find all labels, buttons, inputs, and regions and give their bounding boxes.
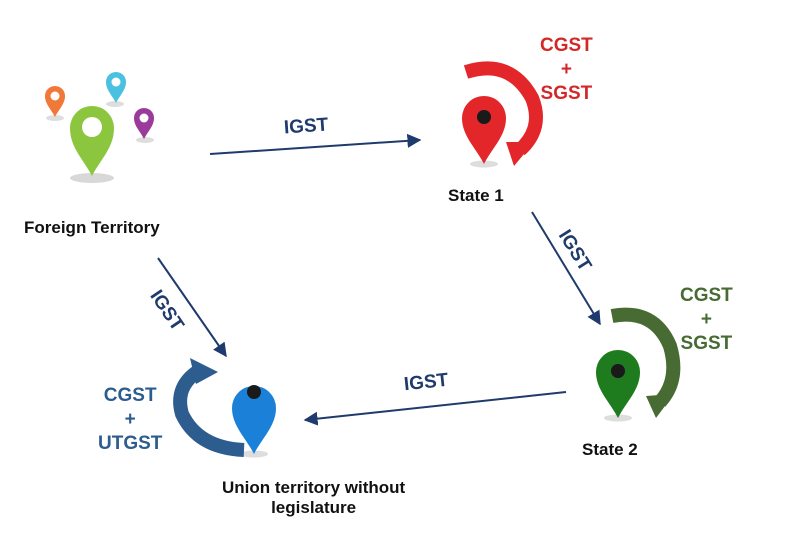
flow-arrow-foreign-to-union — [157, 257, 227, 358]
union-territory-label-line2: legislature — [271, 497, 357, 517]
union-territory-label: Union territory without legislature — [222, 478, 405, 517]
state1-label: State 1 — [448, 186, 504, 205]
state1-cycle-arrow-icon — [463, 61, 543, 166]
state2-tax-label: CGST + SGST — [680, 284, 733, 355]
state1-tax-label: CGST + SGST — [540, 34, 593, 105]
state2-label: State 2 — [582, 440, 638, 459]
flow-arrow-state2-to-union — [303, 391, 567, 426]
cyan-pin-icon — [106, 72, 126, 103]
state1-tax-line1: CGST — [540, 35, 593, 56]
flow-label-foreign-to-state1: IGST — [283, 114, 329, 139]
state2-tax-line2: + — [700, 308, 712, 330]
green-large-pin-icon — [70, 106, 114, 176]
union-tax-line1: CGST — [103, 385, 157, 406]
state1-tax-line2: + — [560, 58, 572, 80]
purple-pin-icon — [134, 108, 154, 139]
flow-label-state2-to-union: IGST — [402, 369, 450, 396]
union-cycle-arrow-icon — [173, 358, 245, 457]
orange-pin-icon — [45, 86, 65, 117]
union-tax-line3: UTGST — [98, 432, 163, 454]
state2-tax-line3: SGST — [680, 332, 733, 354]
union-territory-label-line1: Union territory without — [222, 478, 406, 497]
foreign-territory-pins-icon — [45, 72, 154, 183]
flow-arrow-foreign-to-state1 — [209, 133, 422, 155]
state1-pin-icon — [462, 96, 506, 168]
union-tax-label: CGST + UTGST — [98, 384, 162, 455]
foreign-territory-label: Foreign Territory — [24, 218, 160, 237]
flow-arrow-state1-to-state2 — [531, 211, 601, 326]
state2-tax-line1: CGST — [680, 285, 733, 306]
state1-tax-line3: SGST — [540, 82, 593, 104]
union-tax-line2: + — [124, 408, 136, 430]
state2-cycle-arrow-icon — [610, 307, 681, 418]
state2-pin-icon — [596, 350, 640, 422]
union-pin-icon — [232, 385, 276, 458]
